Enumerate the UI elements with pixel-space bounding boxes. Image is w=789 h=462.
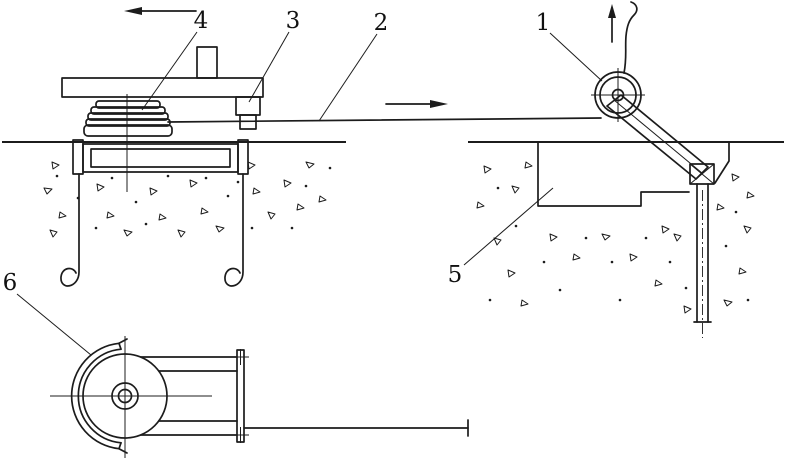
label-6: 6 <box>3 270 18 296</box>
foundation-pit <box>537 142 730 207</box>
label-3: 3 <box>286 8 301 34</box>
winch-top-view <box>50 336 469 458</box>
label-5: 5 <box>448 262 463 288</box>
rope-coil <box>83 100 173 137</box>
cable-travel-arrow-right <box>385 100 448 108</box>
anchor-post <box>693 183 712 338</box>
pulley-assembly <box>591 1 715 338</box>
cable-line <box>167 117 602 123</box>
anchor-bolt-left <box>60 173 80 287</box>
topview-rope <box>243 419 469 437</box>
base-flange-right <box>237 139 249 175</box>
hook-rope <box>623 1 638 74</box>
arrow-left-head-icon <box>124 7 142 15</box>
topview-frame <box>140 349 249 443</box>
soil-texture-right <box>476 161 755 314</box>
base-frame-inner <box>90 148 231 168</box>
top-beam <box>61 77 264 98</box>
arrow-right-head-icon <box>430 100 448 108</box>
leader-6 <box>16 293 92 356</box>
leader-4 <box>141 31 198 111</box>
bearing-block-upper <box>235 96 261 116</box>
leader-1 <box>549 32 603 82</box>
leader-2 <box>318 33 378 122</box>
label-2: 2 <box>374 10 389 36</box>
leader-lines <box>16 31 603 356</box>
leader-3 <box>248 31 290 103</box>
inclined-strut <box>606 94 709 180</box>
label-1: 1 <box>536 10 551 36</box>
motor-block <box>196 46 218 79</box>
hoist-arrow-up <box>608 4 616 43</box>
rope-guide-block <box>239 114 257 130</box>
soil-texture-left <box>43 161 332 238</box>
anchor-bolt-right <box>224 173 244 287</box>
arrow-up-head-icon <box>608 4 616 18</box>
base-flange-left <box>72 139 84 175</box>
pull-arrow-left <box>124 7 197 15</box>
label-4: 4 <box>194 8 209 34</box>
callout-labels: 1 2 3 4 5 6 <box>3 8 551 296</box>
winch-side-view <box>60 46 264 287</box>
leader-5 <box>463 187 554 266</box>
strut-midline <box>613 99 703 174</box>
anchor-plate <box>689 163 715 185</box>
